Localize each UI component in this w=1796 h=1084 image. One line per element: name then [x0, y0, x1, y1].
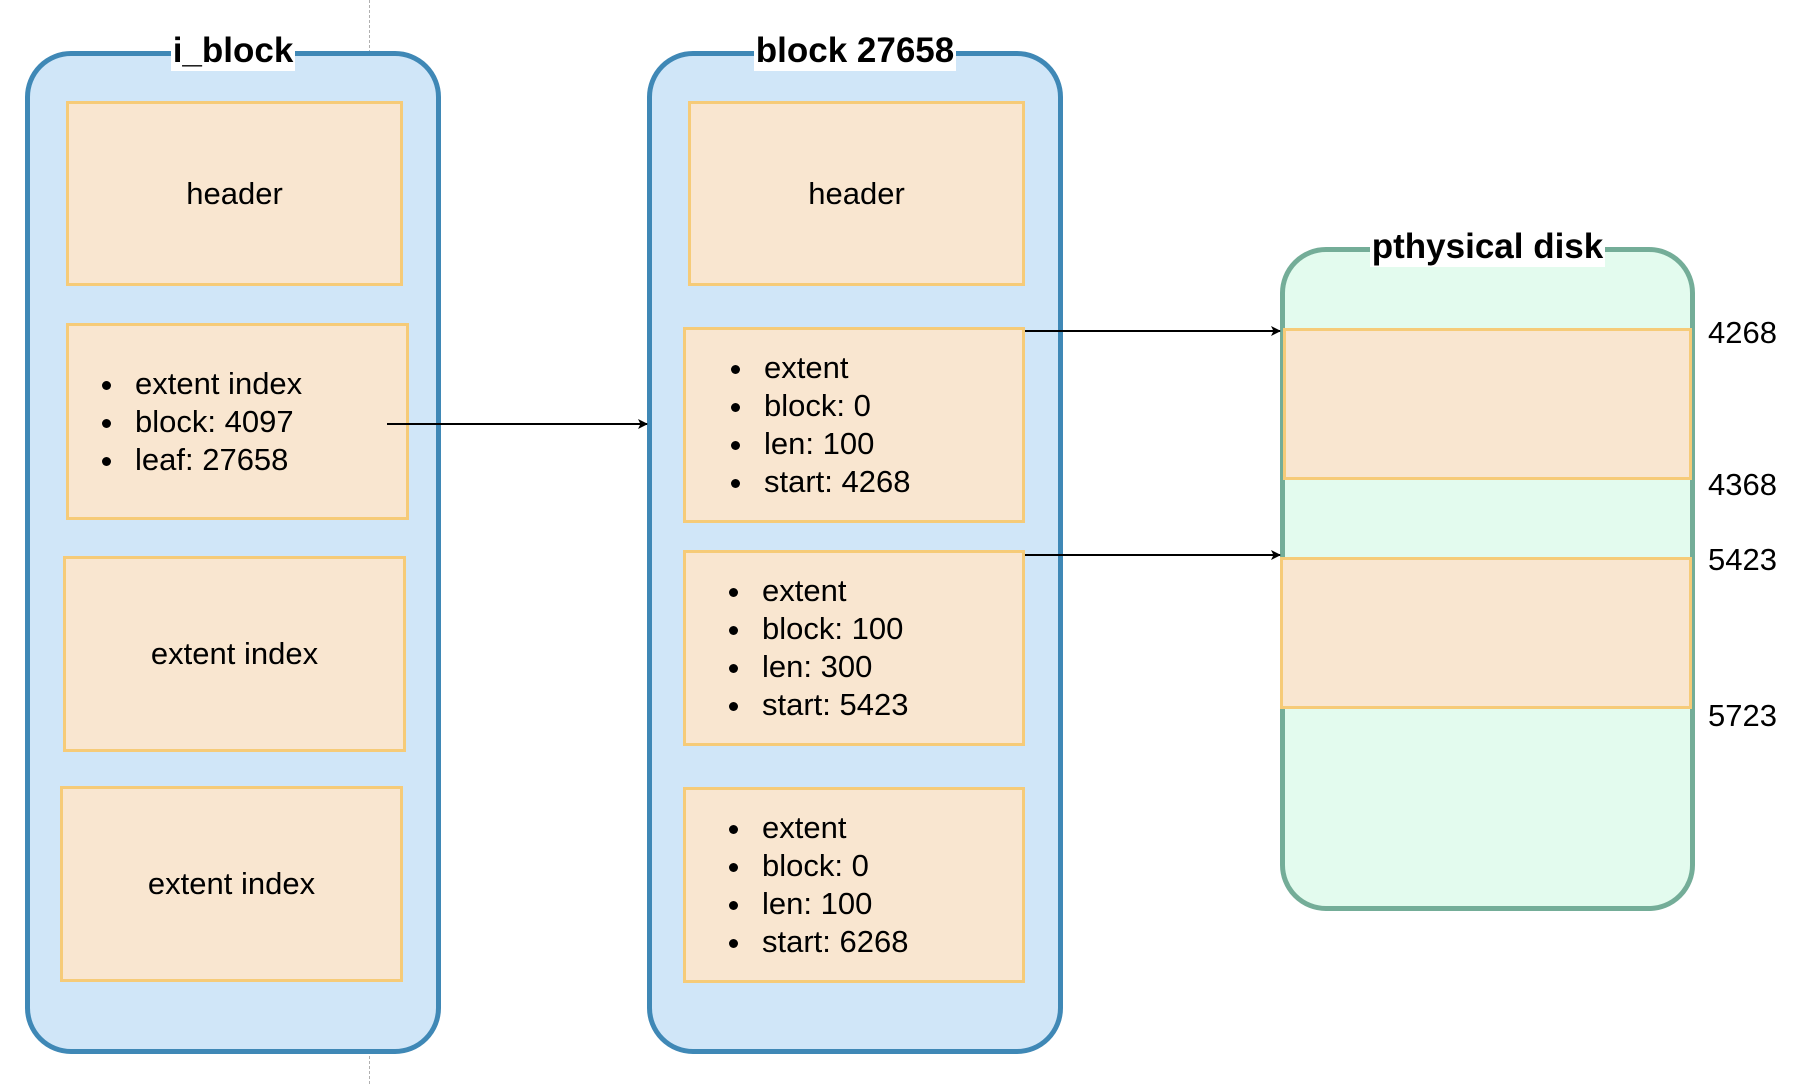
list-item: leaf: 27658 [127, 441, 302, 479]
list-item: block: 0 [754, 847, 908, 885]
list-item: extent [754, 572, 908, 610]
leaf-block-title: block 27658 [753, 31, 957, 71]
disk-extent-region-2[interactable] [1280, 557, 1692, 709]
i-block-extent-index-3[interactable]: extent index [60, 786, 403, 982]
disk-offset-label: 4268 [1708, 315, 1777, 350]
list-item: len: 300 [754, 648, 908, 686]
extent-entry-2-list: extent block: 100 len: 300 start: 5423 [686, 572, 908, 724]
disk-offset-label: 5723 [1708, 698, 1777, 733]
i-block-extent-index-list: extent index block: 4097 leaf: 27658 [69, 365, 302, 479]
list-item: start: 4268 [756, 463, 910, 501]
physical-disk-title: pthysical disk [1369, 227, 1606, 267]
extent-entry-3-list: extent block: 0 len: 100 start: 6268 [686, 809, 908, 961]
extent-index-label: extent index [150, 636, 319, 671]
extent-entry-3[interactable]: extent block: 0 len: 100 start: 6268 [683, 787, 1025, 983]
i-block-title: i_block [170, 31, 296, 71]
leaf-block-header[interactable]: header [688, 101, 1025, 286]
list-item: extent index [127, 365, 302, 403]
list-item: block: 100 [754, 610, 908, 648]
list-item: extent [756, 349, 910, 387]
list-item: len: 100 [754, 885, 908, 923]
disk-offset-label: 4368 [1708, 467, 1777, 502]
disk-extent-region-1[interactable] [1283, 328, 1692, 480]
list-item: extent [754, 809, 908, 847]
i-block-header-label: header [186, 175, 283, 211]
extent-index-label: extent index [147, 866, 316, 901]
extent-entry-2[interactable]: extent block: 100 len: 300 start: 5423 [683, 550, 1025, 746]
leaf-block-header-label: header [808, 175, 905, 211]
i-block-extent-index-2[interactable]: extent index [63, 556, 406, 752]
extent-entry-1[interactable]: extent block: 0 len: 100 start: 4268 [683, 327, 1025, 523]
i-block-extent-index-entry[interactable]: extent index block: 4097 leaf: 27658 [66, 323, 409, 520]
list-item: start: 6268 [754, 923, 908, 961]
i-block-header[interactable]: header [66, 101, 403, 286]
disk-offset-label: 5423 [1708, 542, 1777, 577]
list-item: block: 4097 [127, 403, 302, 441]
extent-entry-1-list: extent block: 0 len: 100 start: 4268 [686, 349, 910, 501]
list-item: len: 100 [756, 425, 910, 463]
list-item: start: 5423 [754, 686, 908, 724]
list-item: block: 0 [756, 387, 910, 425]
